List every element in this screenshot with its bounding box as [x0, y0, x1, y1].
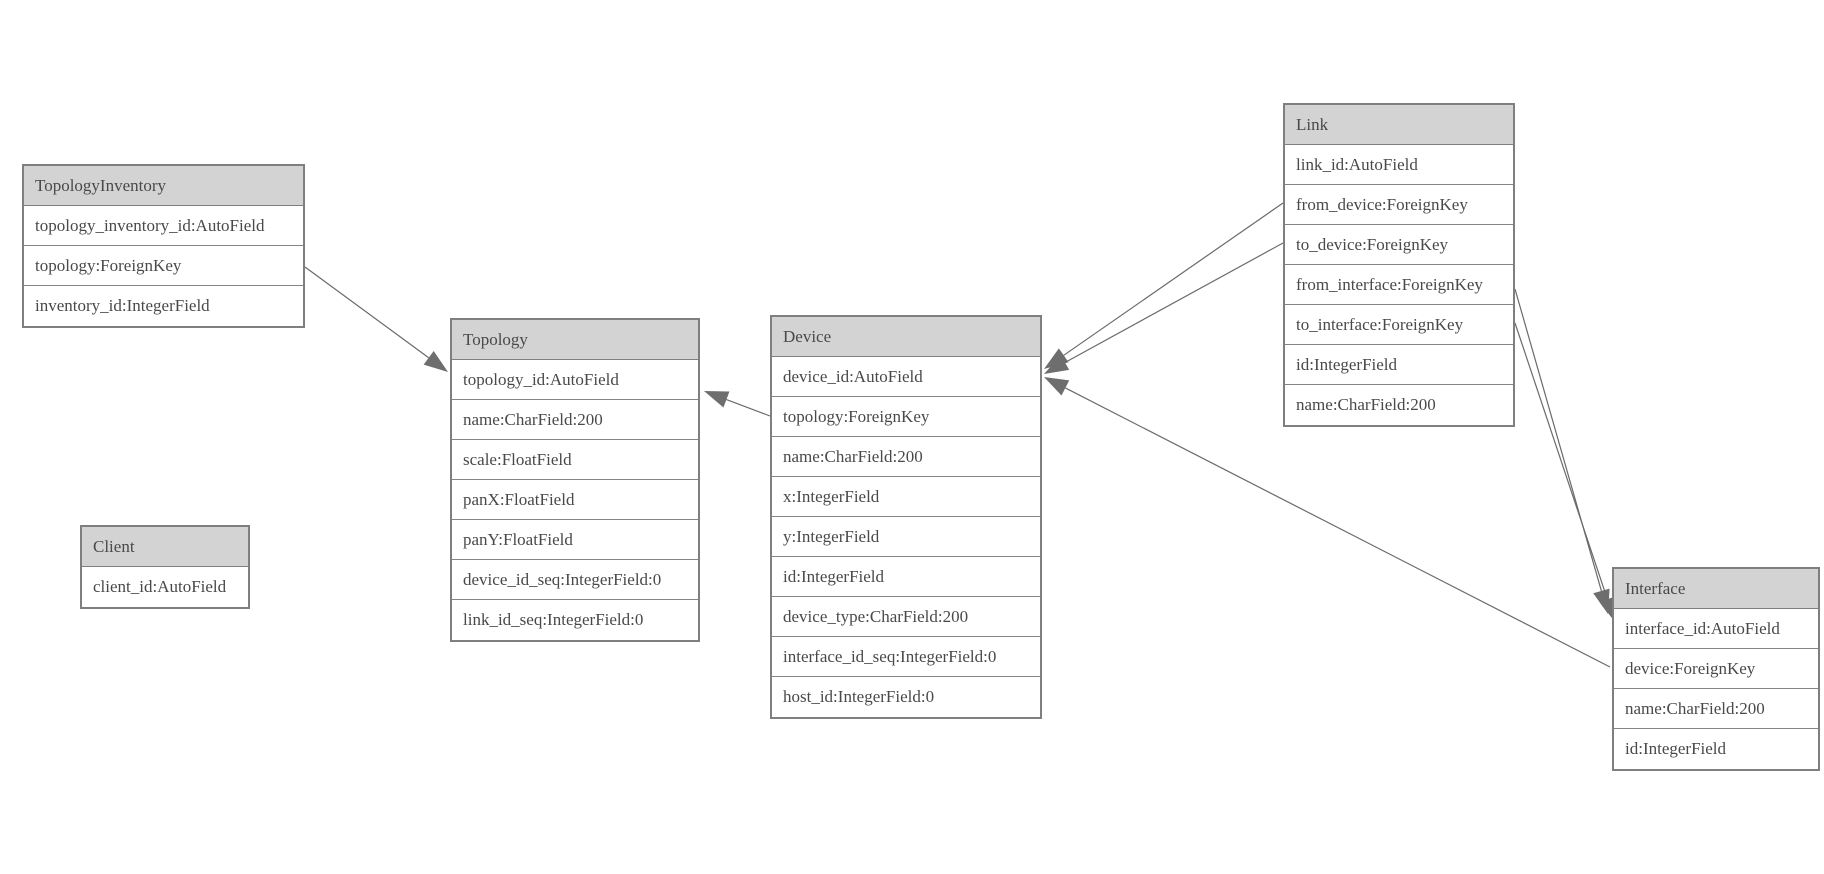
field-row: to_interface:ForeignKey [1285, 305, 1513, 345]
arrowhead-icon [1044, 355, 1070, 374]
field-row: device_id_seq:IntegerField:0 [452, 560, 698, 600]
field-row: topology:ForeignKey [772, 397, 1040, 437]
field-row: link_id:AutoField [1285, 145, 1513, 185]
field-row: client_id:AutoField [82, 567, 248, 607]
edge-link-from_interface-to-interface [1514, 288, 1610, 614]
entity-title: Topology [452, 320, 698, 360]
field-row: inventory_id:IntegerField [24, 286, 303, 326]
field-row: y:IntegerField [772, 517, 1040, 557]
field-row: device:ForeignKey [1614, 649, 1818, 689]
field-row: panX:FloatField [452, 480, 698, 520]
arrowhead-icon [1599, 596, 1616, 622]
field-row: x:IntegerField [772, 477, 1040, 517]
edge-link-to_interface-to-interface [1514, 322, 1616, 622]
field-row: name:CharField:200 [772, 437, 1040, 477]
field-row: name:CharField:200 [1614, 689, 1818, 729]
field-row: topology_id:AutoField [452, 360, 698, 400]
field-row: from_device:ForeignKey [1285, 185, 1513, 225]
field-row: device_id:AutoField [772, 357, 1040, 397]
entity-title: TopologyInventory [24, 166, 303, 206]
arrowhead-icon [1044, 377, 1070, 396]
field-row: name:CharField:200 [1285, 385, 1513, 425]
entity-title: Device [772, 317, 1040, 357]
field-row: to_device:ForeignKey [1285, 225, 1513, 265]
field-row: topology:ForeignKey [24, 246, 303, 286]
edge-link-from_device-to-device [1044, 202, 1284, 369]
entity-title: Client [82, 527, 248, 567]
edge-link-to_device-to-device [1044, 242, 1284, 374]
field-row: id:IntegerField [1614, 729, 1818, 769]
edge-interface-device-to-device [1044, 377, 1611, 668]
field-row: device_type:CharField:200 [772, 597, 1040, 637]
arrowhead-icon [704, 391, 730, 408]
arrowhead-icon [423, 350, 448, 372]
field-row: host_id:IntegerField:0 [772, 677, 1040, 717]
field-row: link_id_seq:IntegerField:0 [452, 600, 698, 640]
field-row: id:IntegerField [1285, 345, 1513, 385]
field-row: panY:FloatField [452, 520, 698, 560]
edge-topology_inventory-topology-to-topology [304, 266, 448, 372]
entity-title: Interface [1614, 569, 1818, 609]
field-row: scale:FloatField [452, 440, 698, 480]
field-row: name:CharField:200 [452, 400, 698, 440]
field-row: id:IntegerField [772, 557, 1040, 597]
entity-title: Link [1285, 105, 1513, 145]
field-row: interface_id:AutoField [1614, 609, 1818, 649]
field-row: from_interface:ForeignKey [1285, 265, 1513, 305]
field-row: interface_id_seq:IntegerField:0 [772, 637, 1040, 677]
edge-device-topology-to-topology [704, 391, 771, 417]
field-row: topology_inventory_id:AutoField [24, 206, 303, 246]
